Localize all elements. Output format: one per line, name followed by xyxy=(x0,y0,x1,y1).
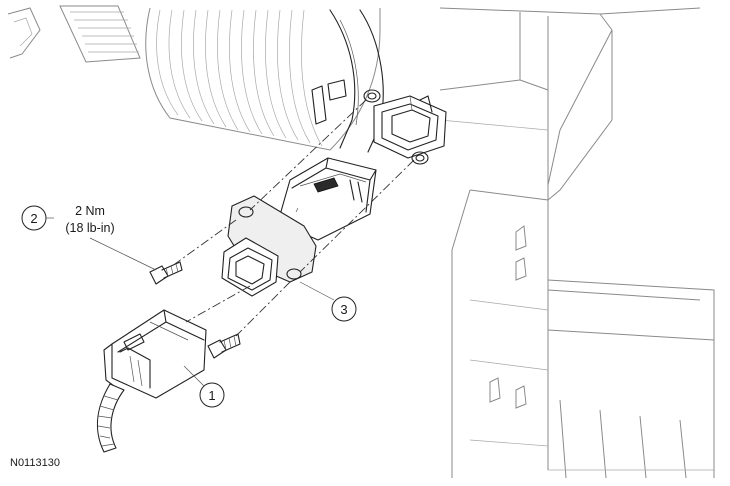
alignment-lines xyxy=(171,99,415,337)
callout-3-number: 3 xyxy=(340,302,347,317)
mass-air-flow-sensor xyxy=(221,157,377,297)
callout-1-number: 1 xyxy=(208,388,215,403)
callout-3: 3 xyxy=(299,281,357,322)
callout-1: 1 xyxy=(183,365,225,408)
torque-specification: 2 Nm (18 lb-in) xyxy=(65,204,157,271)
torque-metric: 2 Nm xyxy=(75,204,105,218)
figure-id: N0113130 xyxy=(10,457,60,469)
callout-2: 2 xyxy=(21,205,54,231)
vehicle-body-background xyxy=(7,5,715,479)
electrical-connector xyxy=(97,309,207,453)
sensor-port xyxy=(363,89,447,165)
torque-imperial: (18 lb-in) xyxy=(65,221,114,235)
mounting-screw-upper xyxy=(149,261,183,285)
air-intake-hose xyxy=(145,7,384,153)
callout-2-number: 2 xyxy=(30,211,37,226)
mounting-screw-lower xyxy=(207,333,241,359)
